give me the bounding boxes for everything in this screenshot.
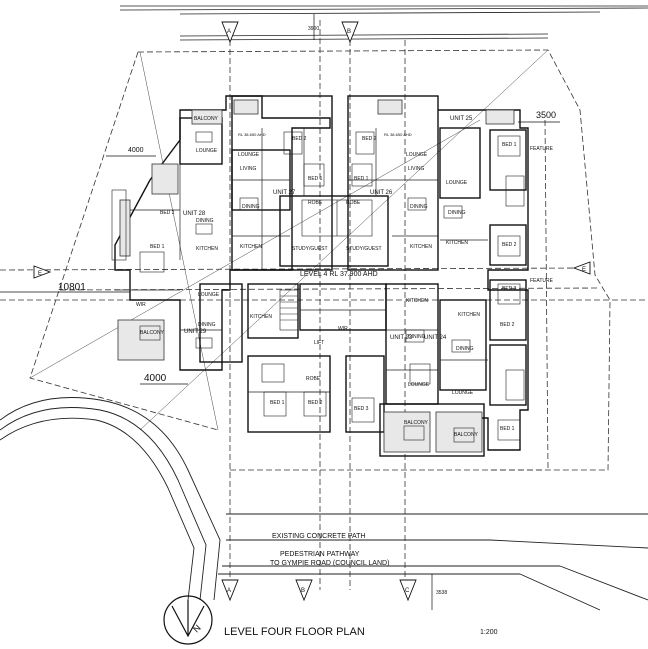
drawing-scale: 1:200 (480, 629, 498, 636)
room-dining-26: DINING (410, 204, 428, 210)
room-bed2-27: BED 2 (292, 136, 307, 142)
furniture (139, 131, 521, 443)
unit-label-26: UNIT 26 (370, 190, 393, 196)
pedestrian-pathway-label-1: PEDESTRIAN PATHWAY (280, 551, 360, 558)
room-lift: LIFT (314, 340, 324, 346)
room-lounge-28: LOUNGE (196, 148, 218, 154)
room-kitchen-29: KITCHEN (250, 314, 272, 320)
room-balcony-28: BALCONY (194, 116, 219, 122)
room-bed3-23: BED 3 (354, 406, 369, 412)
room-feature-a: FEATURE (530, 146, 554, 152)
room-kitchen-27: KITCHEN (240, 244, 262, 250)
dim-3900: 3900 (308, 26, 319, 32)
dim-3500: 3500 (536, 110, 556, 120)
rl-label-b: RL 38.650 AHD (384, 132, 412, 137)
room-wir-29: WIR (136, 302, 146, 308)
room-study-26: STUDY/GUEST (346, 246, 382, 252)
room-dining-25: DINING (448, 210, 466, 216)
room-lounge-29: LOUNGE (198, 292, 220, 298)
core-stairs (111, 175, 525, 401)
dim-4000-a: 4000 (128, 147, 144, 154)
room-robe-b: ROBE (346, 200, 361, 206)
concrete-path-label: EXISTING CONCRETE PATH (272, 533, 365, 540)
unit-label-24: UNIT 24 (424, 335, 447, 341)
room-study-27: STUDY/GUEST (292, 246, 328, 252)
interior-walls (115, 128, 488, 393)
unit-label-23: UNIT 23 (390, 335, 413, 341)
north-letter: N (191, 623, 203, 635)
room-kitchen-26: KITCHEN (410, 244, 432, 250)
building-right (438, 109, 529, 451)
grid-label-b-top: B (347, 29, 351, 35)
room-bed2-28: BED 2 (160, 210, 175, 216)
room-wir-23: WIR (338, 326, 348, 332)
dim-4000-b: 4000 (144, 373, 167, 384)
room-bed2-24: BED 2 (500, 322, 515, 328)
unit-label-27: UNIT 27 (273, 190, 296, 196)
room-dining-23: DINING (408, 334, 426, 340)
top-boundary-lines (119, 5, 648, 41)
site-path-edges (0, 397, 648, 611)
grid-label-c-bot: C (405, 588, 410, 594)
grid-label-b-bot: B (301, 588, 305, 594)
room-balcony-29: BALCONY (140, 330, 165, 336)
room-bed1-24: BED 1 (500, 426, 515, 432)
dim-10801: 10801 (58, 282, 86, 293)
room-bed2-29: BED 2 (308, 400, 323, 406)
level-label: LEVEL 4 RL 37.900 AHD (300, 271, 378, 278)
room-kitchen-28: KITCHEN (196, 246, 218, 252)
room-living-26: LIVING (408, 166, 425, 172)
room-bed1-27: BED 1 (308, 176, 323, 182)
room-lounge-27: LOUNGE (238, 152, 260, 158)
room-robe-a: ROBE (308, 200, 323, 206)
room-bed2-26: BED 2 (362, 136, 377, 142)
grid-label-a-top: A (227, 29, 231, 35)
dimension-lines (0, 14, 560, 610)
room-bed1-28: BED 1 (150, 244, 165, 250)
property-boundary (0, 20, 648, 590)
room-lounge-26: LOUNGE (406, 152, 428, 158)
room-kitchen-24: KITCHEN (458, 312, 480, 318)
pedestrian-pathway-label-2: TO GYMPIE ROAD (COUNCIL LAND) (270, 560, 389, 567)
room-living-27: LIVING (240, 166, 257, 172)
room-kitchen-23: KITCHEN (406, 298, 428, 304)
grid-label-e-right: E (582, 267, 586, 273)
room-dining-29: DINING (198, 322, 216, 328)
room-bed1-29: BED 1 (270, 400, 285, 406)
north-arrow-icon (163, 595, 213, 645)
room-balcony-24: BALCONY (454, 432, 479, 438)
rl-label-a: RL 38.650 AHD (238, 132, 266, 137)
room-lounge-23: LOUNGE (408, 382, 430, 388)
room-bed2-25: BED 2 (502, 242, 517, 248)
room-dining-28: DINING (196, 218, 214, 224)
room-bed1-26: BED 1 (354, 176, 369, 182)
drawing-title: LEVEL FOUR FLOOR PLAN (224, 626, 365, 638)
unit-label-28: UNIT 28 (183, 211, 206, 217)
room-robe-c: ROBE (306, 376, 321, 382)
room-bed3-24: BED 3 (502, 286, 517, 292)
room-lounge-25: LOUNGE (446, 180, 468, 186)
dim-3538: 3538 (436, 590, 447, 596)
building-middle (231, 95, 485, 457)
grid-label-e-left: E (38, 271, 42, 277)
unit-label-25: UNIT 25 (450, 116, 473, 122)
room-dining-27: DINING (242, 204, 260, 210)
grid-markers (33, 21, 591, 602)
room-lounge-24: LOUNGE (452, 390, 474, 396)
unit-label-29: UNIT 29 (184, 329, 207, 335)
room-balcony-23: BALCONY (404, 420, 429, 426)
grid-label-a-bot: A (227, 588, 231, 594)
diagonal-guides (29, 49, 549, 431)
room-kitchen-25: KITCHEN (446, 240, 468, 246)
room-bed1-25: BED 1 (502, 142, 517, 148)
room-dining-24: DINING (456, 346, 474, 352)
room-feature-b: FEATURE (530, 278, 554, 284)
